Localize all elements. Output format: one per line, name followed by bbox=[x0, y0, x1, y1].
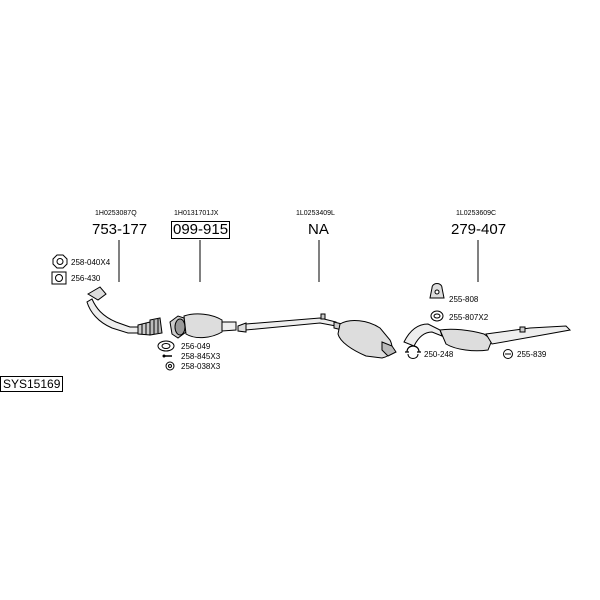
accessory-label[interactable]: 258-040X4 bbox=[71, 258, 111, 267]
rubber-mount-icon bbox=[429, 283, 445, 299]
accessory-label[interactable]: 255-807X2 bbox=[449, 313, 489, 322]
middle-silencer-part bbox=[237, 313, 397, 359]
front-pipe-part bbox=[86, 286, 163, 336]
part-number-rear-silencer[interactable]: 279-407 bbox=[451, 221, 507, 238]
rear-silencer-part bbox=[403, 323, 572, 352]
accessory-label[interactable]: 258-845X3 bbox=[181, 352, 221, 361]
accessory-label[interactable]: 258-038X3 bbox=[181, 362, 221, 371]
accessory-label[interactable]: 255-839 bbox=[517, 350, 547, 359]
part-number-front-pipe[interactable]: 753-177 bbox=[92, 221, 148, 238]
part-number-middle-silencer[interactable]: NA bbox=[308, 221, 329, 238]
gasket-icon bbox=[51, 271, 67, 285]
flange-gasket-icon bbox=[157, 340, 175, 352]
nut-icon bbox=[52, 254, 68, 269]
accessory-label[interactable]: 255-808 bbox=[449, 295, 479, 304]
accessory-label[interactable]: 256-049 bbox=[181, 342, 211, 351]
oem-number-front-pipe: 1H0253087Q bbox=[95, 210, 137, 217]
clamp-icon bbox=[405, 345, 421, 359]
nut-icon bbox=[165, 361, 175, 371]
system-id-label: SYS15169 bbox=[0, 376, 64, 392]
oem-number-rear-silencer: 1L0253609C bbox=[456, 210, 497, 217]
oem-number-middle-silencer: 1L0253409L bbox=[296, 210, 335, 217]
accessory-label[interactable]: 256-430 bbox=[71, 274, 101, 283]
hanger-ring-icon bbox=[430, 310, 444, 322]
catalytic-converter-part bbox=[169, 313, 237, 339]
oem-number-catalyst: 1H0131701JX bbox=[174, 210, 219, 217]
accessory-label[interactable]: 250-248 bbox=[424, 350, 454, 359]
clip-icon bbox=[503, 349, 513, 359]
part-number-catalyst[interactable]: 099-915 bbox=[171, 221, 231, 239]
bolt-icon bbox=[162, 354, 172, 358]
